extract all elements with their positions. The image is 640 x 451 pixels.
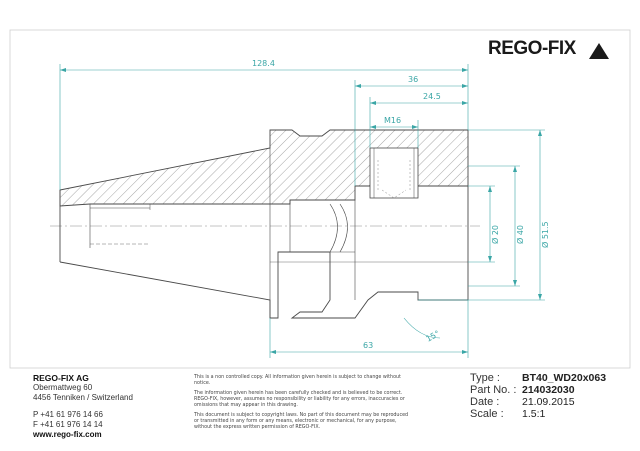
company-name: REGO-FIX AG [33, 373, 89, 383]
company-street: Obermattweg 60 [33, 383, 93, 392]
dim-63: 63 [363, 341, 373, 350]
part-row: Part No. : 214032030 [470, 384, 635, 396]
dim-angle: 15° [425, 329, 442, 344]
note-liability: The information given herein has been ca… [194, 391, 405, 408]
note-copyright: This document is subject to copyright la… [194, 413, 409, 430]
company-website-link[interactable]: www.rego-fix.com [33, 430, 102, 439]
title-block: Type : BT40_WD20x063 Part No. : 21403203… [470, 372, 635, 420]
type-label: Type : [470, 372, 500, 384]
date-label: Date : [470, 396, 500, 408]
upper-section-hatch [59, 129, 469, 207]
rego-fix-logo: REGO-FIX [488, 38, 628, 64]
company-fax: F +41 61 976 14 14 [33, 420, 103, 429]
thread-hole [369, 147, 419, 199]
type-row: Type : BT40_WD20x063 [470, 372, 635, 384]
dim-dia-20: Ø 20 [490, 225, 500, 244]
dim-dia-40: Ø 40 [515, 225, 525, 244]
date-row: Date : 21.09.2015 [470, 396, 635, 408]
dim-dia-51-5: Ø 51.5 [540, 221, 550, 248]
part-label: Part No. : [470, 384, 517, 396]
date-value: 21.09.2015 [522, 396, 575, 408]
company-phone: P +41 61 976 14 66 [33, 410, 103, 419]
type-value: BT40_WD20x063 [522, 372, 607, 384]
scale-value: 1.5:1 [522, 408, 546, 420]
dimension-lines [59, 64, 545, 358]
dim-thread: M16 [384, 116, 401, 125]
dim-24-5: 24.5 [423, 92, 441, 101]
company-city: 4456 Tenniken / Switzerland [33, 393, 133, 402]
lower-outline [59, 251, 469, 319]
dim-total-length: 128.4 [252, 59, 275, 68]
disclaimer-notes: This is a non controlled copy. All infor… [194, 375, 409, 435]
company-address: REGO-FIX AG Obermattweg 60 4456 Tenniken… [33, 373, 183, 440]
logo-triangle-icon [589, 43, 609, 59]
drawing-frame [9, 29, 631, 369]
scale-label: Scale : [470, 408, 504, 420]
note-non-controlled: This is a non controlled copy. All infor… [194, 375, 401, 386]
part-value: 214032030 [522, 384, 575, 396]
scale-row: Scale : 1.5:1 [470, 408, 635, 420]
logo-text: REGO-FIX [488, 38, 576, 59]
dim-36: 36 [408, 75, 418, 84]
